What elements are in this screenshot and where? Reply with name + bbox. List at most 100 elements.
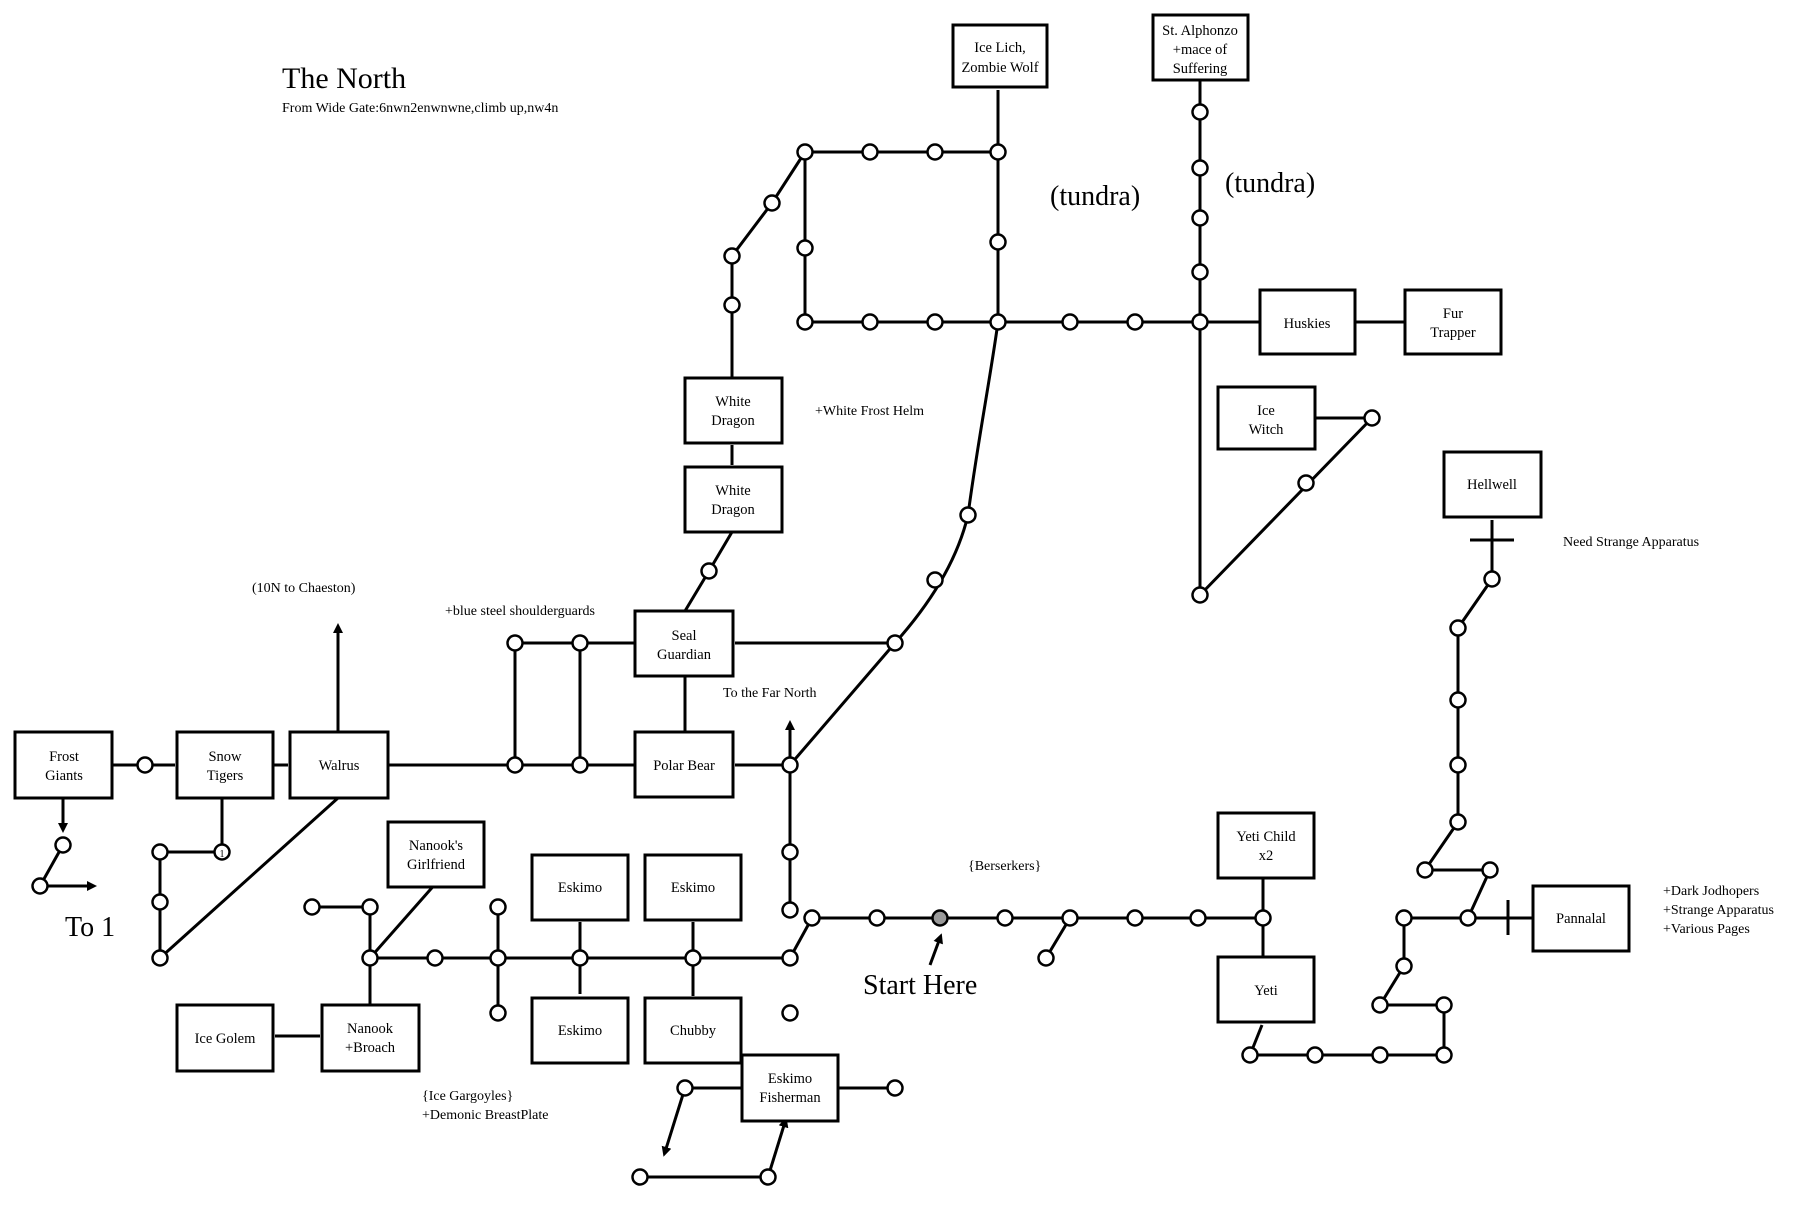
room-node[interactable] — [506, 756, 524, 774]
room-yeti[interactable] — [1216, 955, 1316, 1024]
room-node[interactable] — [989, 233, 1007, 251]
room-node[interactable] — [1037, 949, 1055, 967]
room-node[interactable] — [303, 898, 321, 916]
room-chubby[interactable] — [643, 996, 743, 1065]
room-node[interactable] — [1395, 957, 1413, 975]
room-node[interactable] — [796, 239, 814, 257]
room-node[interactable] — [1371, 996, 1389, 1014]
room-node[interactable] — [796, 313, 814, 331]
start-room-node[interactable] — [931, 909, 949, 927]
room-pannalal[interactable] — [1531, 884, 1631, 953]
room-node[interactable] — [803, 909, 821, 927]
room-node[interactable] — [54, 836, 72, 854]
room-node[interactable] — [1481, 861, 1499, 879]
room-node[interactable] — [1449, 619, 1467, 637]
room-node[interactable] — [213, 843, 231, 861]
room-node[interactable] — [631, 1168, 649, 1186]
room-node[interactable] — [489, 1004, 507, 1022]
room-node[interactable] — [1061, 909, 1079, 927]
room-node[interactable] — [1449, 756, 1467, 774]
room-node[interactable] — [781, 756, 799, 774]
room-node[interactable] — [489, 949, 507, 967]
room-eskimo-2[interactable] — [643, 853, 743, 922]
room-node[interactable] — [151, 843, 169, 861]
room-node[interactable] — [1395, 909, 1413, 927]
room-node[interactable] — [1126, 909, 1144, 927]
room-node[interactable] — [1483, 570, 1501, 588]
room-node[interactable] — [1241, 1046, 1259, 1064]
room-node[interactable] — [361, 898, 379, 916]
room-node[interactable] — [1416, 861, 1434, 879]
room-ice-golem[interactable] — [175, 1003, 275, 1073]
room-node[interactable] — [996, 909, 1014, 927]
room-node[interactable] — [926, 313, 944, 331]
room-node[interactable] — [151, 893, 169, 911]
room-eskimo-fisherman[interactable] — [740, 1053, 840, 1123]
room-node[interactable] — [989, 313, 1007, 331]
room-node[interactable] — [926, 571, 944, 589]
room-node[interactable] — [781, 1004, 799, 1022]
room-snow-tigers[interactable] — [175, 730, 275, 800]
room-node[interactable] — [723, 247, 741, 265]
room-node[interactable] — [571, 634, 589, 652]
room-nanooks-girlfriend[interactable] — [386, 820, 486, 889]
room-node[interactable] — [676, 1079, 694, 1097]
room-node[interactable] — [1191, 159, 1209, 177]
room-node[interactable] — [151, 949, 169, 967]
room-node[interactable] — [1435, 1046, 1453, 1064]
room-node[interactable] — [1306, 1046, 1324, 1064]
room-node[interactable] — [868, 909, 886, 927]
room-node[interactable] — [926, 143, 944, 161]
room-node[interactable] — [781, 901, 799, 919]
room-node[interactable] — [506, 634, 524, 652]
room-yeti-child[interactable] — [1216, 811, 1316, 880]
room-node[interactable] — [1191, 313, 1209, 331]
room-node[interactable] — [1061, 313, 1079, 331]
room-ice-witch[interactable] — [1216, 385, 1317, 451]
room-node[interactable] — [1449, 691, 1467, 709]
room-st-alphonzo[interactable] — [1151, 13, 1250, 82]
room-node[interactable] — [861, 313, 879, 331]
room-seal-guardian[interactable] — [633, 609, 735, 678]
room-node[interactable] — [31, 877, 49, 895]
room-node[interactable] — [723, 296, 741, 314]
room-white-dragon-2[interactable] — [683, 465, 784, 534]
room-node[interactable] — [959, 506, 977, 524]
room-huskies[interactable] — [1258, 288, 1357, 356]
room-node[interactable] — [361, 949, 379, 967]
room-node[interactable] — [989, 143, 1007, 161]
room-node[interactable] — [1435, 996, 1453, 1014]
room-node[interactable] — [1191, 263, 1209, 281]
room-node[interactable] — [1297, 474, 1315, 492]
room-node[interactable] — [1191, 103, 1209, 121]
room-eskimo-3[interactable] — [530, 996, 630, 1065]
room-walrus[interactable] — [288, 730, 390, 800]
room-node[interactable] — [1363, 409, 1381, 427]
room-node[interactable] — [1189, 909, 1207, 927]
room-ice-lich[interactable] — [951, 23, 1049, 89]
room-node[interactable] — [571, 756, 589, 774]
room-node[interactable] — [684, 949, 702, 967]
room-node[interactable] — [781, 949, 799, 967]
room-node[interactable] — [886, 1079, 904, 1097]
room-node[interactable] — [1459, 909, 1477, 927]
room-fur-trapper[interactable] — [1403, 288, 1503, 356]
room-node[interactable] — [571, 949, 589, 967]
room-node[interactable] — [1371, 1046, 1389, 1064]
room-node[interactable] — [1126, 313, 1144, 331]
room-node[interactable] — [886, 634, 904, 652]
room-node[interactable] — [136, 756, 154, 774]
room-node[interactable] — [489, 898, 507, 916]
room-node[interactable] — [759, 1168, 777, 1186]
room-node[interactable] — [1191, 209, 1209, 227]
room-eskimo-1[interactable] — [530, 853, 630, 922]
room-node[interactable] — [763, 194, 781, 212]
room-node[interactable] — [796, 143, 814, 161]
room-node[interactable] — [700, 562, 718, 580]
room-node[interactable] — [1254, 909, 1272, 927]
room-node[interactable] — [1191, 586, 1209, 604]
room-frost-giants[interactable] — [13, 730, 114, 800]
room-node[interactable] — [781, 843, 799, 861]
room-polar-bear[interactable] — [633, 730, 735, 799]
room-node[interactable] — [1449, 813, 1467, 831]
